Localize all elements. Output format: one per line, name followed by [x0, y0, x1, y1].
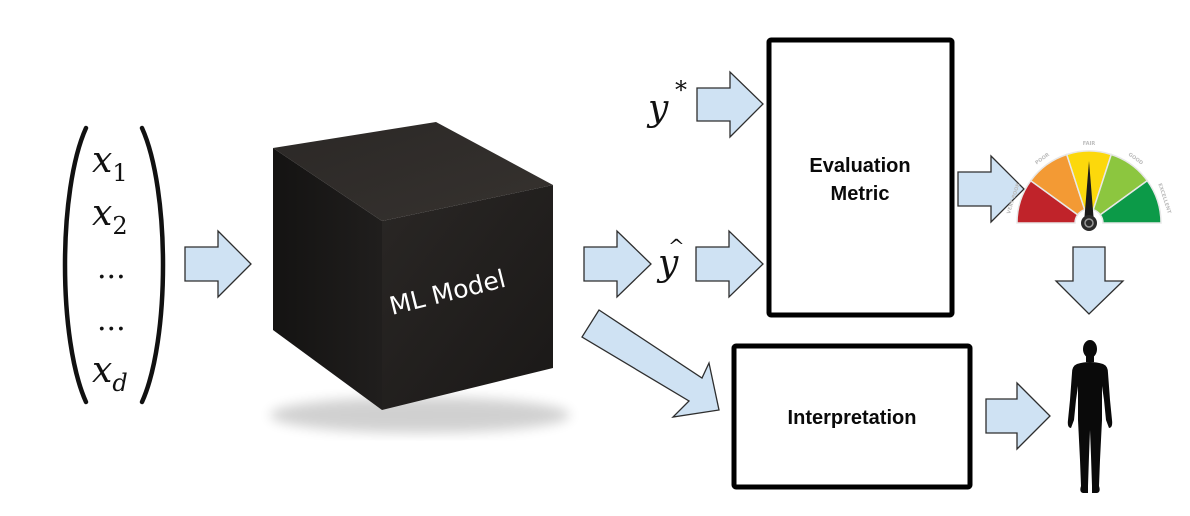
prediction-y-hat: y ^: [656, 234, 685, 284]
cube-left-face: [273, 148, 382, 410]
gauge-needle-hub-ring: [1084, 218, 1094, 228]
vector-entry-xd: xd: [92, 350, 128, 397]
evaluation-metric-label-line1: Evaluation: [809, 155, 910, 177]
arrow-interpretation-to-human: [985, 381, 1051, 451]
svg-text:y: y: [646, 88, 669, 129]
cube-front-face: [382, 185, 553, 410]
svg-text:^: ^: [668, 234, 685, 258]
svg-text:*: *: [675, 76, 687, 104]
interpretation-box: Interpretation: [731, 343, 973, 490]
arrow-model-to-interpretation: [581, 309, 720, 418]
ground-truth-y-star: y *: [646, 76, 687, 129]
human-silhouette-icon: [1067, 340, 1113, 493]
arrow-model-to-prediction: [583, 229, 652, 299]
gauge-needle: [1081, 161, 1097, 231]
arrow-evaluation-to-gauge: [957, 154, 1025, 224]
arrow-input-to-model: [184, 229, 252, 299]
svg-text:y: y: [656, 243, 679, 284]
evaluation-metric-box: Evaluation Metric: [766, 37, 955, 318]
gauge-segment-excellent: [1099, 179, 1162, 224]
ml-model-cube: ML Model: [270, 122, 570, 433]
gauge-needle-pointer: [1084, 161, 1094, 223]
cube-shadow: [270, 397, 570, 433]
vector-entry-ellipsis-1: ...: [97, 251, 126, 286]
vector-entry-x1: x1: [92, 140, 128, 187]
evaluation-metric-label-line2: Metric: [831, 183, 890, 205]
arrow-prediction-to-evaluation: [695, 229, 764, 299]
cube-top-face: [273, 122, 553, 221]
right-parenthesis: [139, 125, 166, 405]
gauge-label: FAIR: [1083, 141, 1096, 147]
vector-entry-ellipsis-2: ...: [97, 303, 126, 338]
arrow-gauge-to-human: [1054, 246, 1125, 315]
vector-entry-x2: x2: [92, 193, 128, 240]
left-parenthesis: [62, 125, 89, 405]
input-vector: x1 x2 ... ... xd: [62, 125, 166, 405]
arrow-ground-truth-to-evaluation: [696, 70, 764, 139]
gauge-needle-hub: [1081, 215, 1097, 231]
interpretation-label: Interpretation: [788, 407, 917, 429]
